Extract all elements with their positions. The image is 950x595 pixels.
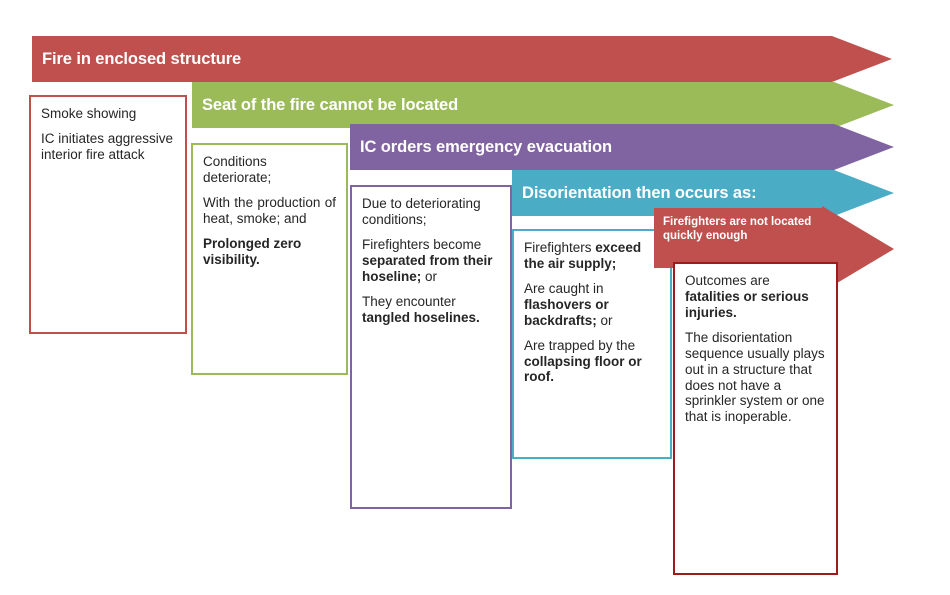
stage-2-banner: Seat of the fire cannot be located xyxy=(192,82,894,128)
stage-2-paragraph-1: Conditions deteriorate; xyxy=(203,154,272,185)
stage-1-banner-label: Fire in enclosed structure xyxy=(42,49,242,68)
stage-4-paragraph-3: Are trapped by the collapsing floor or r… xyxy=(524,337,642,385)
stage-4-banner: Disorientation then occurs as: xyxy=(512,170,894,216)
stage-5-paragraph-1: Outcomes are fatalities or serious injur… xyxy=(685,273,809,320)
stage-5-paragraph-2: The disorientation sequence usually play… xyxy=(685,329,825,425)
stage-3-arrow-shape xyxy=(350,124,894,170)
stage-3-panel: Due to deteriorating conditions; Firefig… xyxy=(350,185,512,509)
stage-4-arrow-shape xyxy=(512,170,894,216)
stage-4-paragraph-1: Firefighters exceed the air supply; xyxy=(524,240,642,271)
stage-2-paragraph-2: With the production of heat, smoke; and xyxy=(203,194,336,226)
stage-4-paragraph-2: Are caught in flashovers or backdrafts; … xyxy=(524,280,613,328)
stage-2-paragraph-3: Prolonged zero visibility. xyxy=(203,235,302,267)
stage-3-paragraph-3: They encounter tangled hoselines. xyxy=(362,293,480,325)
stage-4-banner-label: Disorientation then occurs as: xyxy=(522,183,757,202)
stage-3-paragraph-1: Due to deteriorating conditions; xyxy=(362,196,481,227)
stage-1-banner: Fire in enclosed structure xyxy=(32,36,892,82)
stage-5-panel: Outcomes are fatalities or serious injur… xyxy=(673,262,838,575)
stage-4-panel: Firefighters exceed the air supply; Are … xyxy=(512,229,672,459)
stage-2-arrow-shape xyxy=(192,82,894,128)
stage-3-paragraph-2: Firefighters become separated from their… xyxy=(362,236,493,284)
stage-2-panel: Conditions deteriorate; With the product… xyxy=(191,143,348,375)
stage-2-banner-label: Seat of the fire cannot be located xyxy=(202,95,459,114)
stage-3-banner-label: IC orders emergency evacuation xyxy=(360,137,612,156)
stage-1-arrow-shape xyxy=(32,36,892,82)
stage-1-paragraph-2: IC initiates aggressive interior fire at… xyxy=(41,130,174,162)
stage-1-paragraph-1: Smoke showing xyxy=(41,106,137,121)
stage-5-banner-label: Firefighters are not located quickly eno… xyxy=(663,216,812,243)
stage-1-panel: Smoke showing IC initiates aggressive in… xyxy=(29,95,187,334)
stage-3-banner: IC orders emergency evacuation xyxy=(350,124,894,170)
